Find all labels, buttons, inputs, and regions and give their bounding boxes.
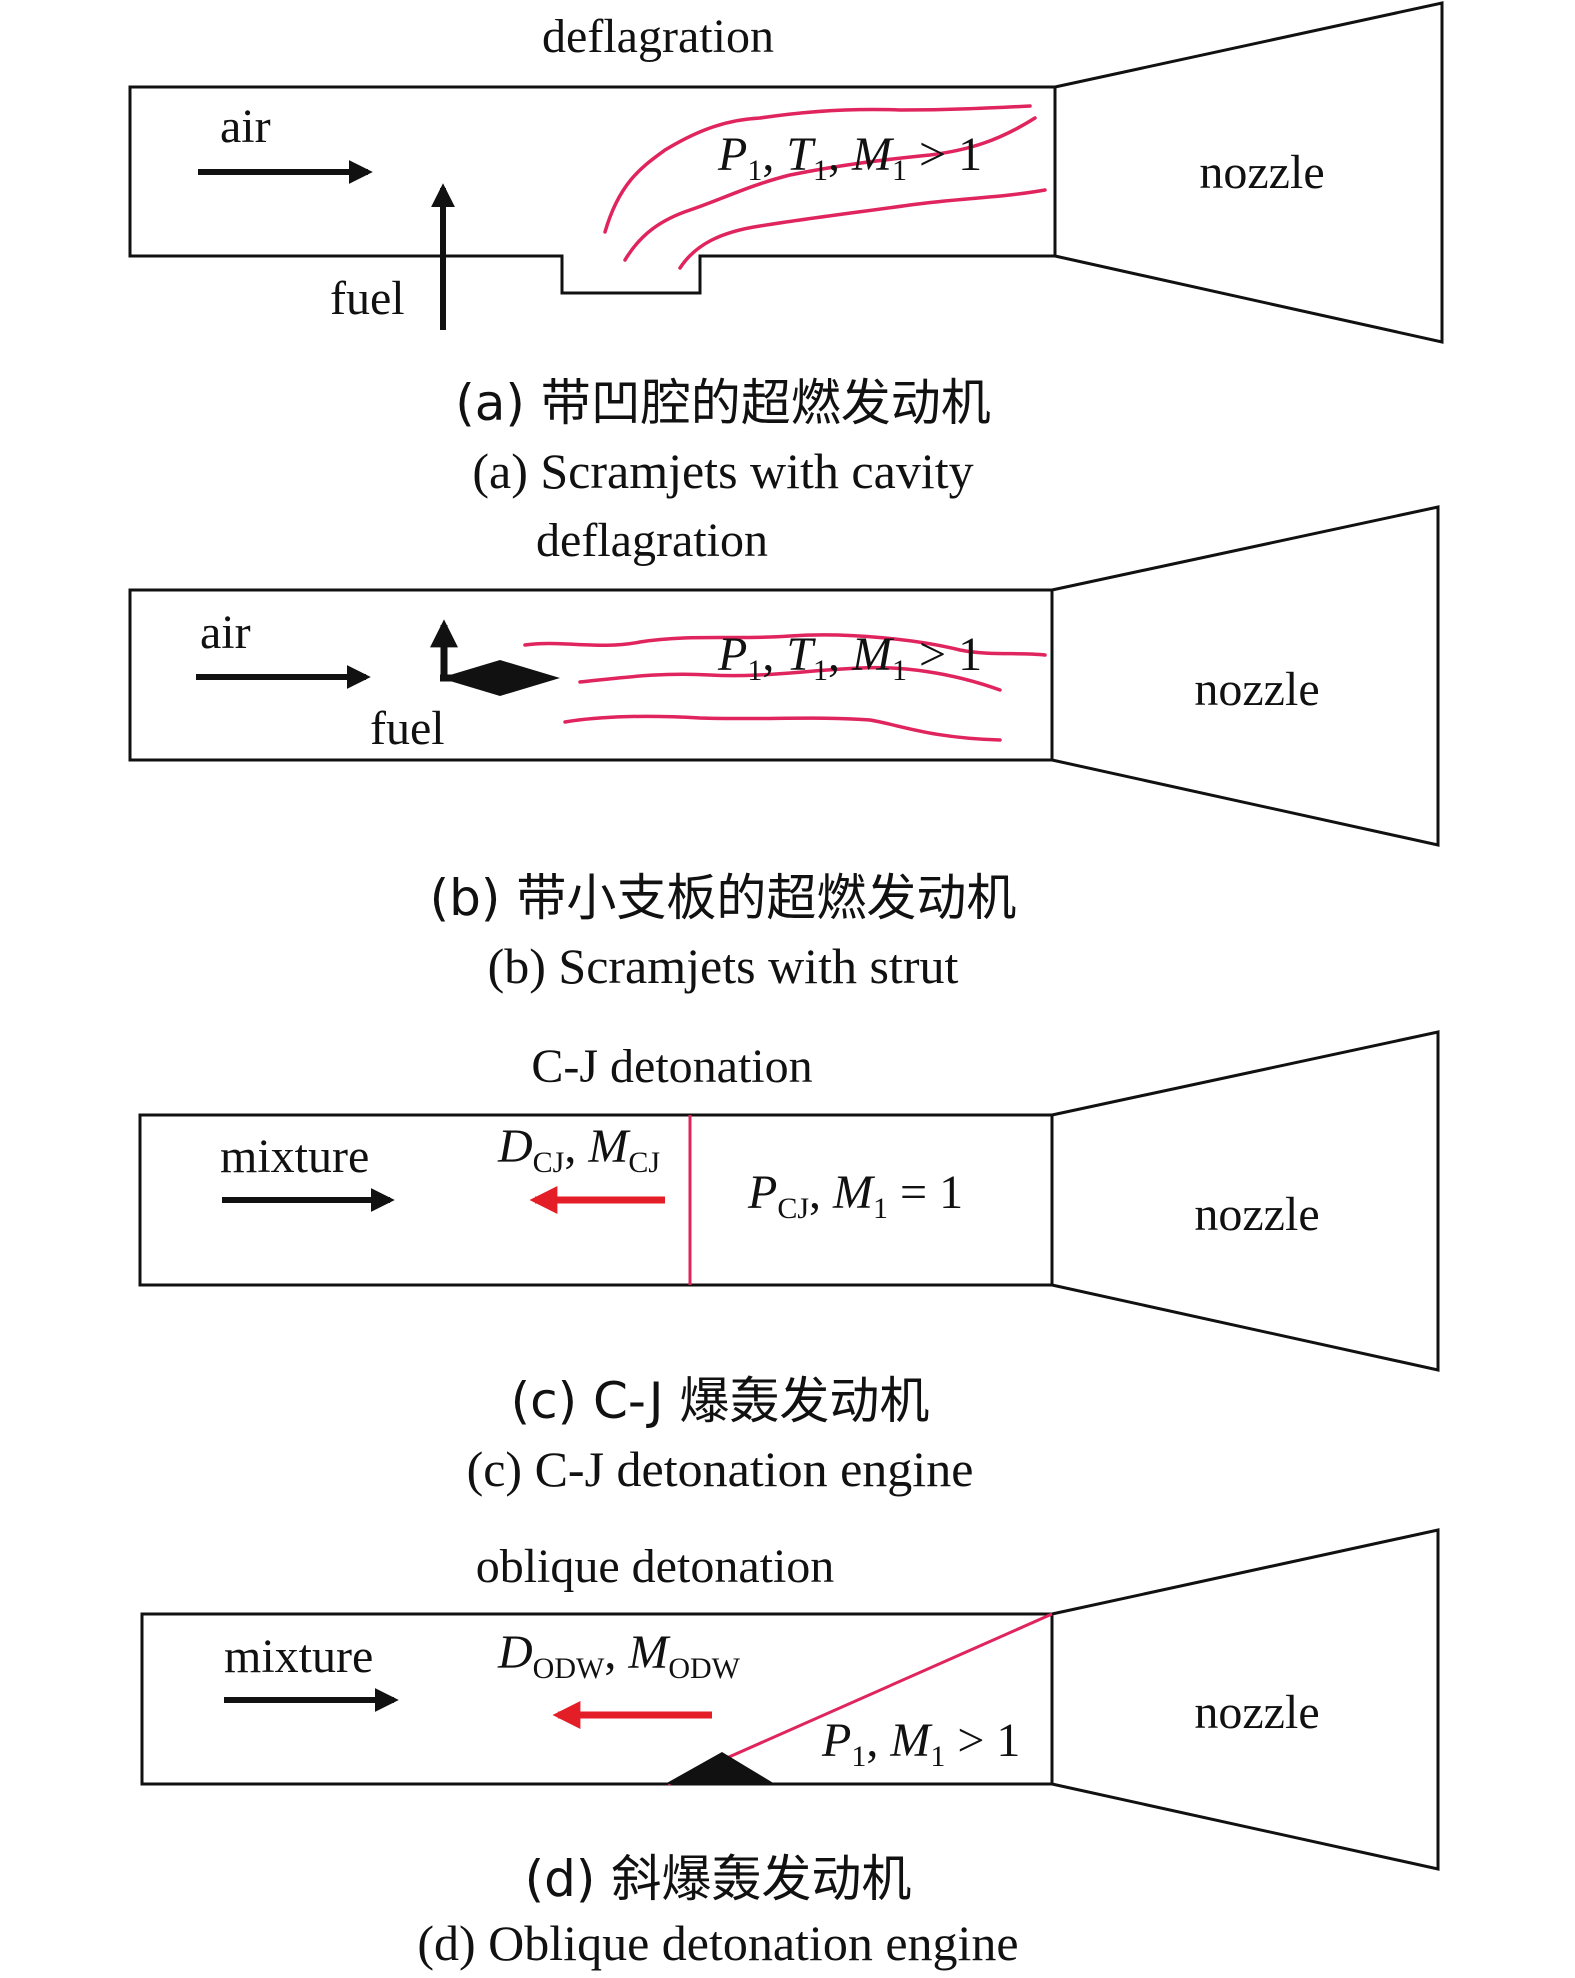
panel-c-top-label: C-J detonation [531, 1040, 812, 1093]
panel-a-combustor-outline [128, 85, 1057, 295]
panel-d-condition-label: P1, M1 > 1 [821, 1714, 1020, 1773]
panel-b-air-label: air [200, 606, 251, 659]
panel-d-mixture-label: mixture [224, 1630, 373, 1683]
panel-b-strut [440, 660, 560, 696]
panel-c-condition-label: PCJ, M1 = 1 [747, 1166, 963, 1225]
panel-b-combustor-outline [128, 588, 1054, 762]
panel-d-nozzle-label: nozzle [1194, 1686, 1319, 1739]
panel-c-cj-detonation: C-J detonation nozzle mixture DCJ, MCJ P… [138, 1030, 1440, 1497]
panel-c-wave-label: DCJ, MCJ [497, 1120, 660, 1179]
panel-b-caption-en: (b) Scramjets with strut [488, 938, 959, 994]
panel-c-nozzle [1051, 1030, 1440, 1372]
panel-a-condition-label: P1, T1, M1 > 1 [717, 128, 982, 187]
panel-b-caption-zh: (b) 带小支板的超燃发动机 [430, 869, 1017, 927]
panel-a-air-label: air [220, 100, 271, 153]
panel-d-caption-en: (d) Oblique detonation engine [417, 1915, 1018, 1971]
panel-b-fuel-label: fuel [370, 702, 445, 755]
panel-a-fuel-label: fuel [330, 272, 405, 325]
panel-d-caption-zh: (d) 斜爆轰发动机 [525, 1850, 912, 1908]
panel-a-nozzle-label: nozzle [1199, 146, 1324, 199]
panel-c-caption-en: (c) C-J detonation engine [467, 1441, 974, 1497]
panel-b-nozzle [1051, 505, 1440, 847]
panel-b-condition-label: P1, T1, M1 > 1 [717, 628, 982, 687]
panel-c-mixture-label: mixture [220, 1130, 369, 1183]
panel-b-nozzle-label: nozzle [1194, 663, 1319, 716]
panel-d-top-label: oblique detonation [476, 1540, 835, 1593]
panel-d-nozzle [1051, 1528, 1440, 1871]
panel-a-caption-zh: (a) 带凹腔的超燃发动机 [455, 374, 991, 432]
panel-a-top-label: deflagration [542, 10, 774, 63]
panel-c-combustor-outline [138, 1113, 1054, 1287]
panel-d-oblique-wave [667, 1612, 1053, 1786]
panel-c-nozzle-label: nozzle [1194, 1188, 1319, 1241]
panel-d-combustor-outline [140, 1612, 1054, 1786]
panel-a-caption-en: (a) Scramjets with cavity [472, 443, 973, 499]
panel-d-oblique-detonation: oblique detonation nozzle mixture DODW, … [140, 1528, 1440, 1971]
panel-a-cavity-scramjet: deflagration nozzle air fuel P1, T1, M1 … [128, 1, 1444, 499]
panel-b-top-label: deflagration [536, 514, 768, 567]
panel-a-deflagration-flame [603, 104, 1047, 270]
panel-d-wedge [665, 1752, 775, 1784]
panel-b-deflagration-flame [523, 633, 1047, 742]
panel-a-nozzle [1054, 1, 1444, 344]
panel-c-caption-zh: (c) C-J 爆轰发动机 [511, 1372, 930, 1430]
panel-b-strut-scramjet: deflagration nozzle air fuel P1, T1, M1 … [128, 505, 1440, 994]
panel-d-wave-label: DODW, MODW [497, 1626, 741, 1685]
